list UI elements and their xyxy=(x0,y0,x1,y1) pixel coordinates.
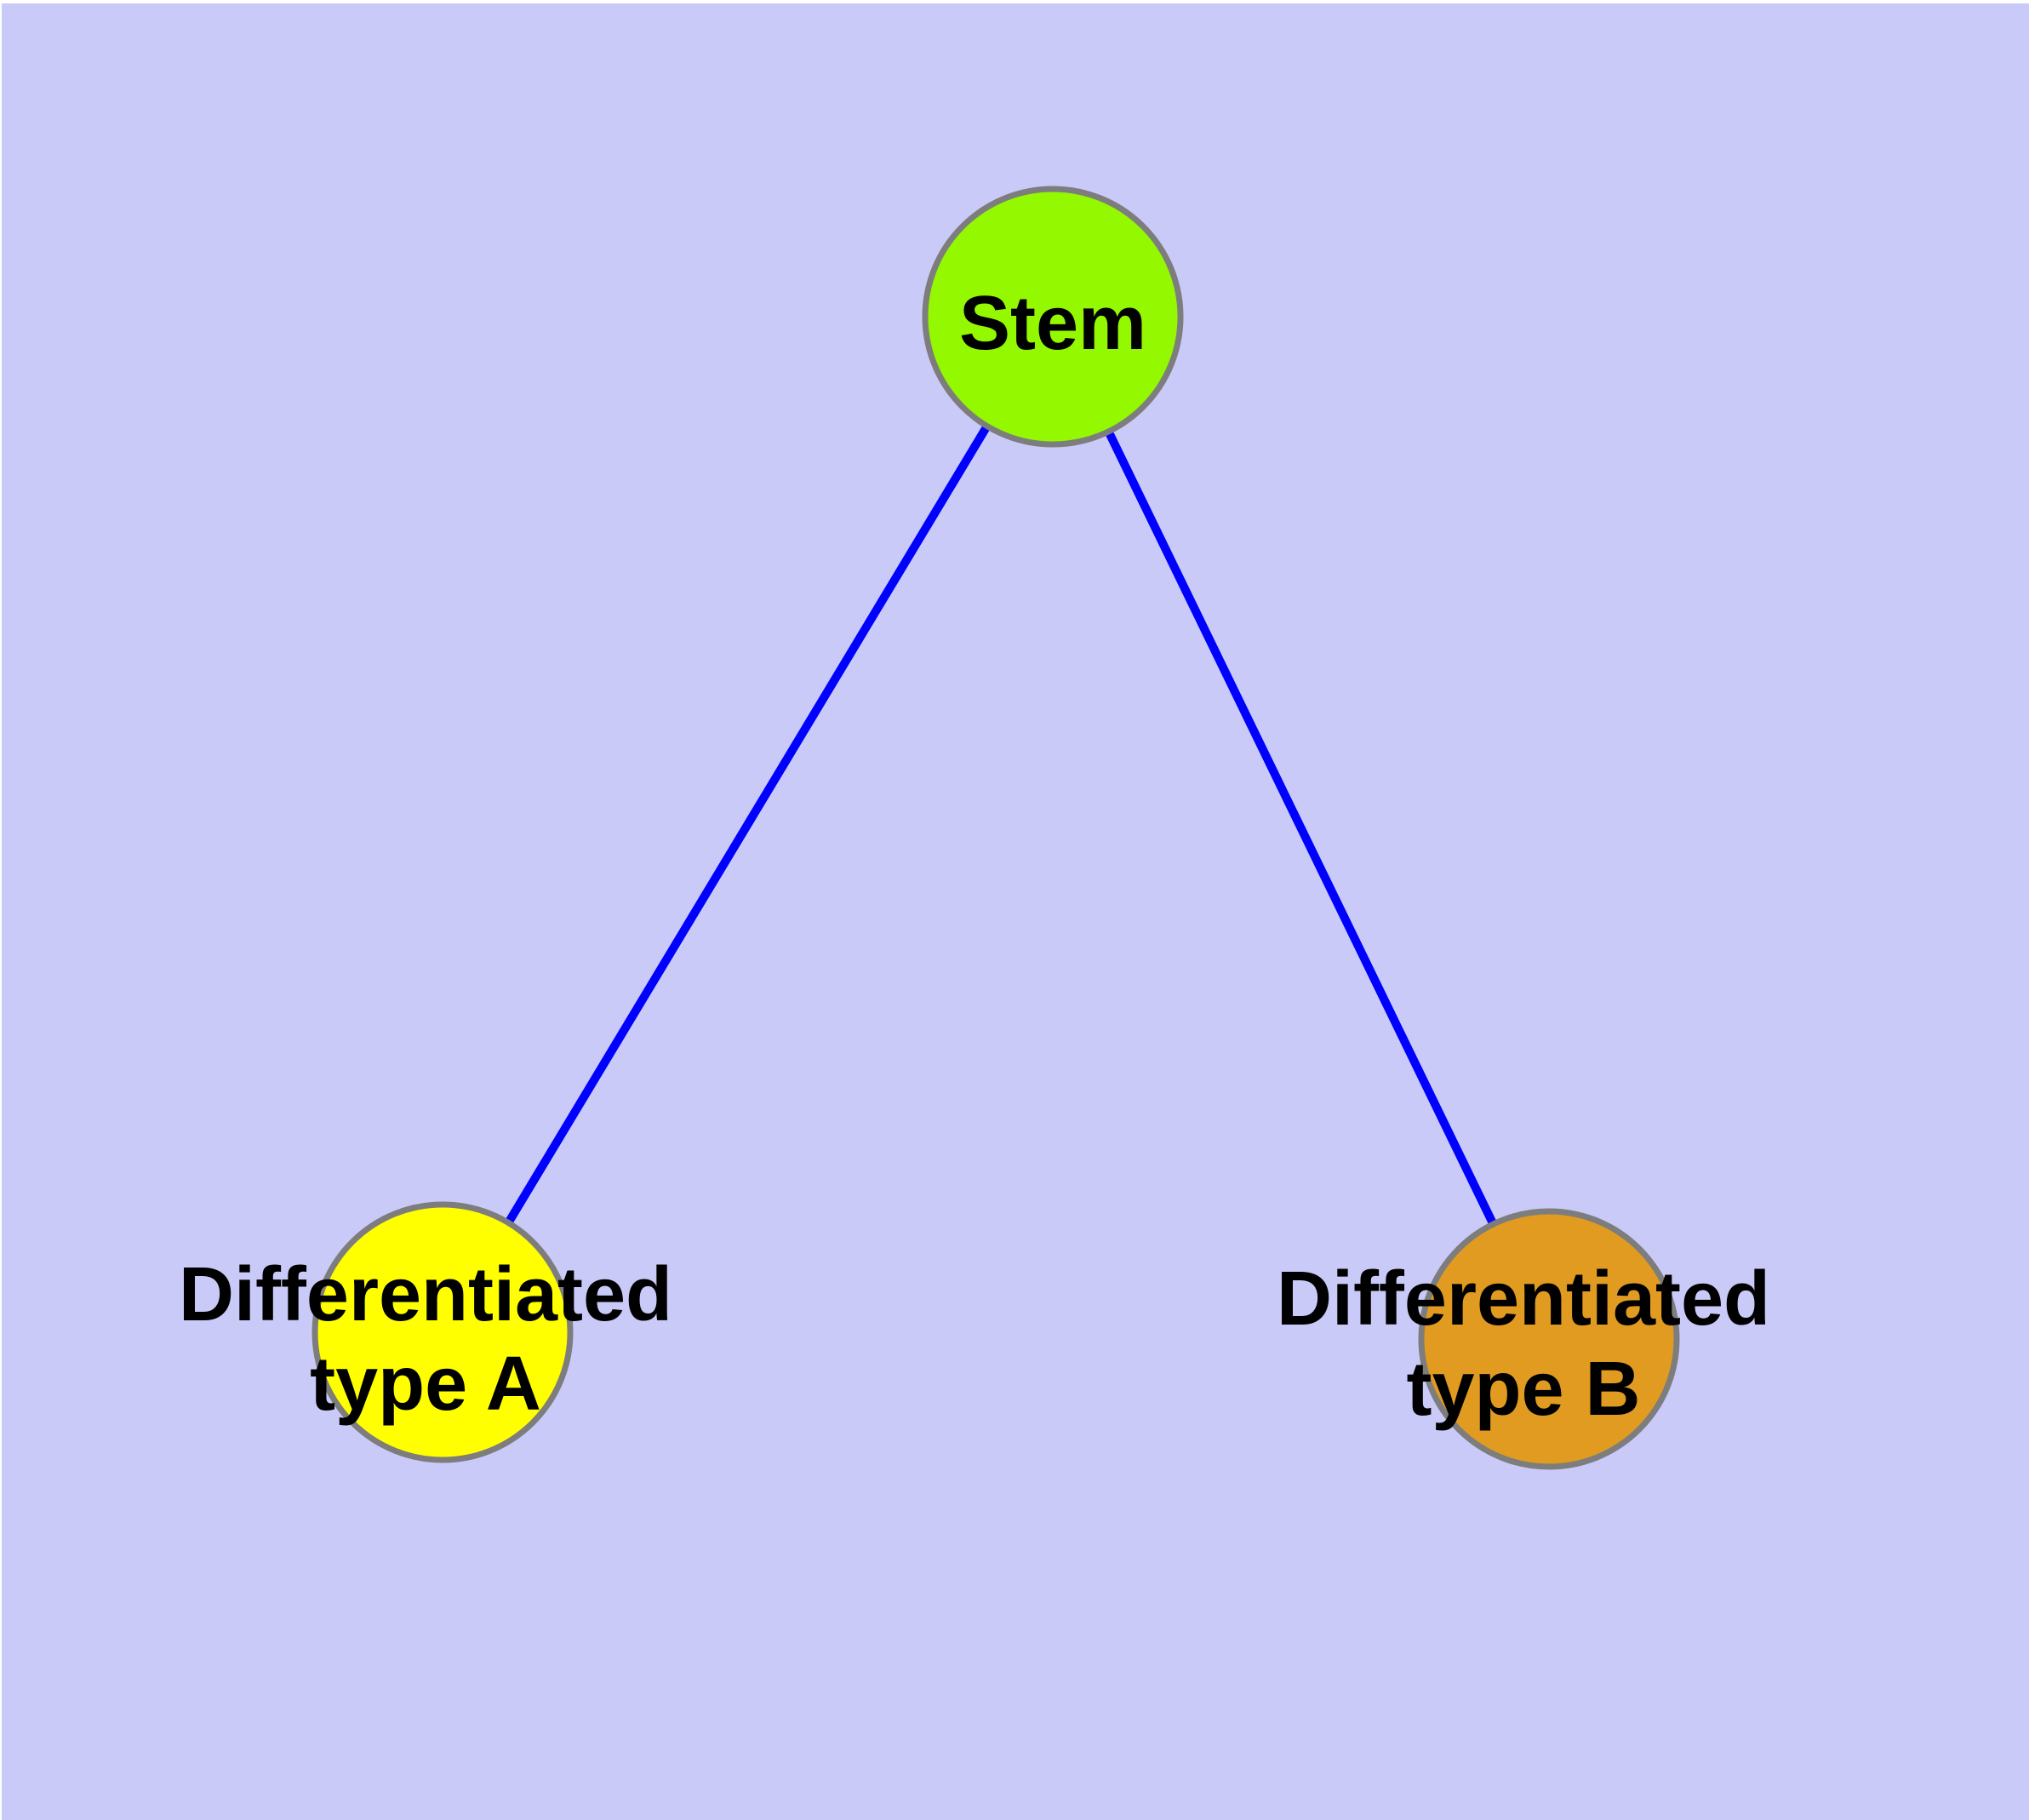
node-differentiated-type-a-label-line1: Differentiated xyxy=(179,1252,672,1337)
node-differentiated-type-b-label-line2: type B xyxy=(1406,1347,1640,1432)
node-differentiated-type-a xyxy=(311,1201,574,1463)
node-differentiated-type-b-label-line1: Differentiated xyxy=(1277,1256,1770,1342)
node-stem xyxy=(922,186,1184,448)
edge-stem-to-type-b xyxy=(1049,314,1553,1342)
edge-stem-to-type-a xyxy=(438,314,1057,1335)
node-differentiated-type-a-label-line2: type A xyxy=(310,1342,541,1427)
node-differentiated-type-b xyxy=(1418,1208,1680,1470)
node-stem-label: Stem xyxy=(959,281,1146,366)
